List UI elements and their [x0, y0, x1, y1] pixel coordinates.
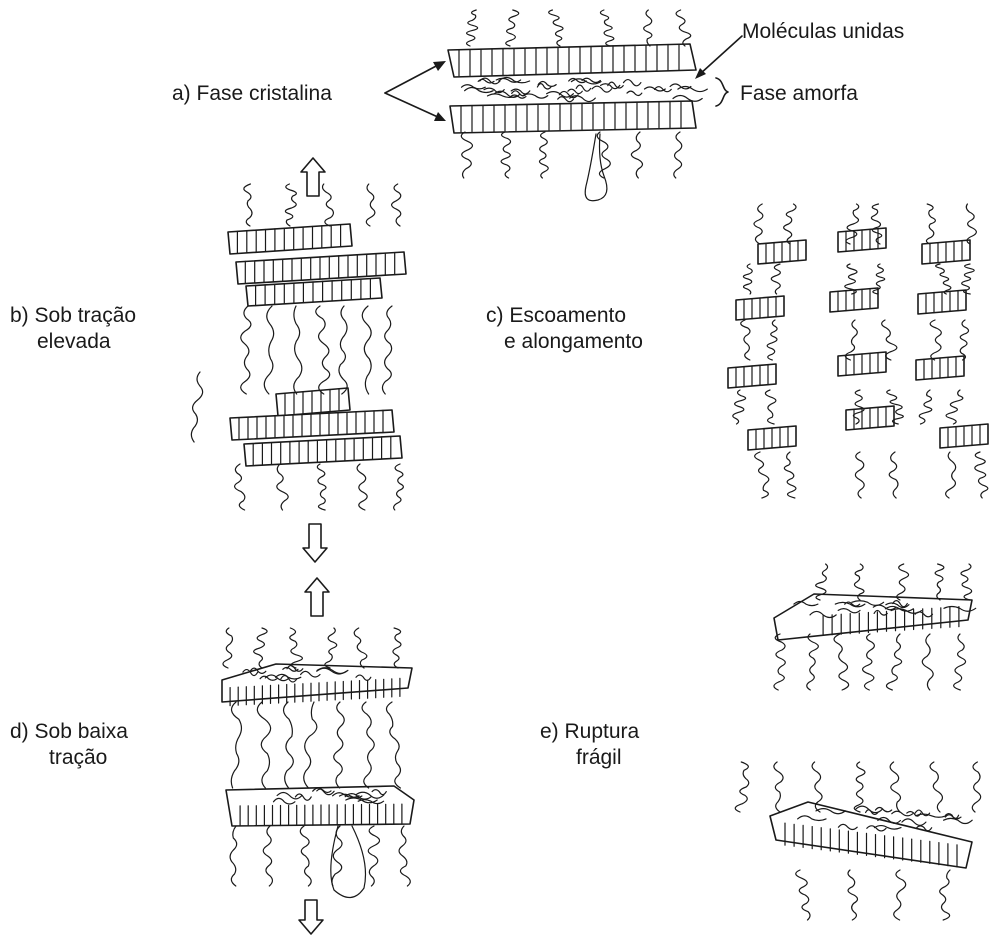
panel-c-fragmented-blocks [728, 228, 988, 450]
amorphous-phase-brace [716, 78, 728, 106]
panel-d-lower-lamella [226, 786, 414, 826]
panel-e-illustration [735, 564, 980, 920]
hollow-arrow-down-icon [303, 524, 327, 562]
panel-e-upper-fragment [774, 594, 976, 640]
label-c-yielding: c) Escoamento [486, 302, 626, 330]
panel-d-illustration [222, 628, 414, 898]
crystalline-phase-pointer-arrows [385, 61, 446, 121]
hollow-arrow-up-icon [301, 158, 325, 196]
label-tie-molecules: Moléculas unidas [742, 18, 904, 46]
label-d-low-tension-line2: tração [49, 744, 107, 772]
panel-a-lower-lamella [450, 101, 696, 133]
panel-b-lower-lamella-stack [230, 388, 402, 466]
panel-c-illustration [728, 204, 988, 498]
panel-d-upper-lamella [222, 664, 412, 706]
label-amorphous-phase: Fase amorfa [740, 80, 858, 108]
label-crystalline-phase: a) Fase cristalina [172, 80, 332, 108]
hollow-arrow-up-icon [305, 578, 329, 616]
panel-b-illustration [191, 184, 406, 510]
hollow-arrow-down-icon [299, 900, 323, 934]
label-d-low-tension: d) Sob baixa [10, 718, 128, 746]
label-e-brittle-rupture-line2: frágil [576, 744, 622, 772]
label-b-high-tension: b) Sob tração [10, 302, 136, 330]
label-c-yielding-line2: e alongamento [504, 328, 643, 356]
label-e-brittle-rupture: e) Ruptura [540, 718, 639, 746]
panel-a-upper-lamella [448, 44, 696, 77]
label-b-high-tension-line2: elevada [37, 328, 111, 356]
tie-molecules-pointer-arrow [695, 36, 742, 79]
panel-b-upper-lamella-stack [228, 224, 406, 306]
panel-a-amorphous-region [462, 78, 708, 102]
panel-e-lower-fragment [770, 802, 972, 868]
panel-a-lamellae-illustration [448, 10, 707, 201]
